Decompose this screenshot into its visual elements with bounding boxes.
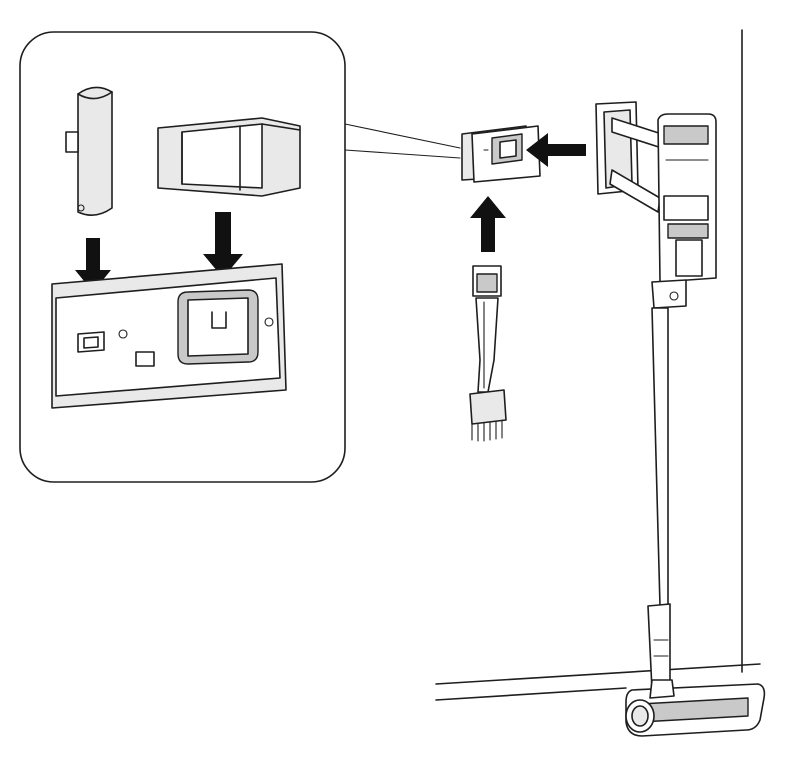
wall-mount-plate — [51, 263, 287, 409]
floor-head — [625, 679, 766, 737]
floor-line — [435, 663, 761, 701]
wall-dock — [461, 125, 541, 183]
arrow-dock-left — [526, 133, 586, 167]
accessory-clip — [157, 117, 301, 197]
accessory-holder — [65, 86, 113, 216]
arrow-brush-up — [470, 196, 506, 252]
callout-lines — [344, 123, 461, 159]
arrow-clip-down — [203, 212, 243, 278]
stick-vacuum — [595, 101, 717, 691]
inset-panel — [19, 31, 346, 483]
arrow-holder-down — [75, 238, 111, 292]
crevice-brush-tool — [469, 265, 507, 442]
